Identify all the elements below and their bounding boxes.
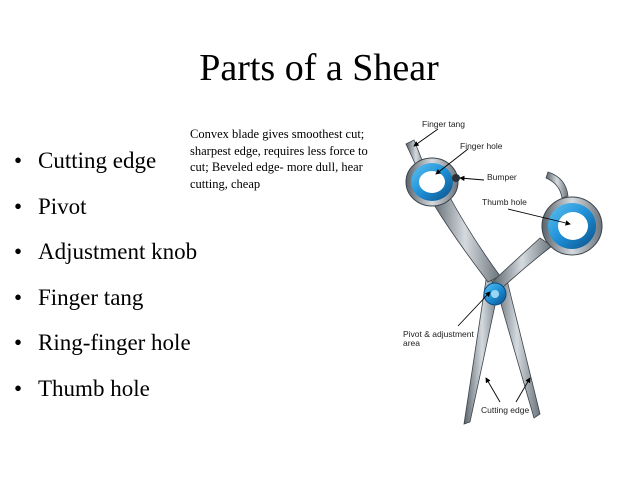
- bullet-marker: •: [14, 330, 23, 356]
- arrow-cutting-edge-right: [515, 377, 531, 403]
- bullet-text: Thumb hole: [38, 375, 150, 401]
- label-finger-tang: Finger tang: [422, 119, 465, 129]
- thumb-hook: [545, 171, 569, 199]
- bullet-marker: •: [14, 375, 23, 401]
- arrow-finger-hole: [435, 148, 469, 175]
- bullet-text: Finger tang: [38, 284, 144, 310]
- arrow-pivot: [457, 291, 491, 327]
- pivot-screw: [491, 290, 499, 298]
- bullet-item: • Finger tang: [14, 275, 197, 321]
- label-cutting-edge: Cutting edge: [481, 405, 529, 415]
- bullet-marker: •: [14, 284, 23, 310]
- bullet-item: • Thumb hole: [14, 366, 197, 412]
- label-pivot-line2: area: [403, 338, 420, 348]
- bullet-marker: •: [14, 239, 23, 265]
- finger-hole: [419, 171, 445, 193]
- bumper: [452, 174, 460, 182]
- bullet-text: Cutting edge: [38, 148, 157, 173]
- bullet-text: Pivot: [38, 193, 87, 219]
- label-bumper: Bumper: [487, 172, 517, 182]
- bullet-marker: •: [14, 148, 23, 173]
- bullet-item: • Ring-finger hole: [14, 320, 197, 366]
- bullet-marker: •: [14, 193, 23, 219]
- shear-diagram: Finger tang Finger hole Bumper Thumb hol…: [390, 112, 630, 432]
- shear-svg: Finger tang Finger hole Bumper Thumb hol…: [403, 119, 603, 425]
- bullet-item: • Cutting edge: [14, 138, 197, 184]
- bullet-item: • Pivot: [14, 184, 197, 230]
- arrow-bumper: [459, 175, 485, 182]
- bullet-text: Adjustment knob: [38, 239, 198, 265]
- slide-title: Parts of a Shear: [199, 47, 439, 89]
- thumb-hole: [558, 212, 588, 240]
- bullet-list: • Cutting edge • Pivot • Adjustment knob • F…: [14, 138, 197, 412]
- label-finger-hole: Finger hole: [460, 141, 503, 151]
- bullet-text: Ring-finger hole: [38, 330, 191, 356]
- arrow-thumb-hole: [507, 208, 571, 226]
- bullet-item: • Adjustment knob: [14, 229, 197, 275]
- right-shank: [491, 237, 553, 289]
- label-thumb-hole: Thumb hole: [482, 197, 527, 207]
- label-pivot-line1: Pivot & adjustment: [403, 329, 475, 339]
- arrow-finger-tang: [413, 128, 439, 147]
- blade-note: Convex blade gives smoothest cut; sharpe…: [190, 127, 368, 191]
- arrow-cutting-edge-left: [485, 377, 501, 403]
